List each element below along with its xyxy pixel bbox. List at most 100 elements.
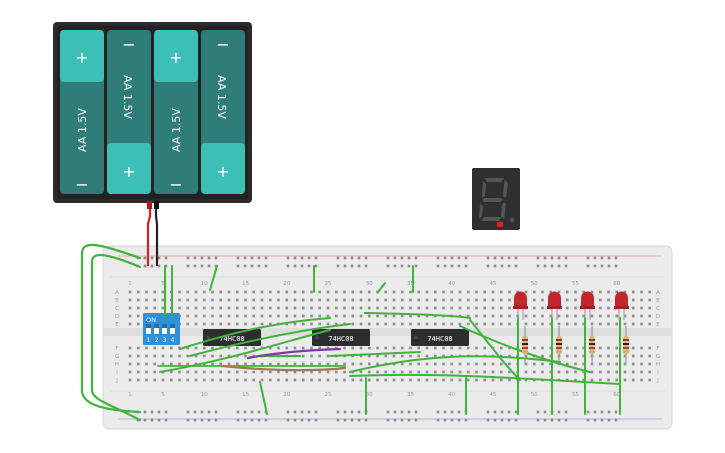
battery-leads[interactable] — [146, 201, 159, 266]
row-letter-right: E — [656, 322, 660, 328]
wire-green-route-10[interactable] — [349, 373, 621, 385]
column-number: 40 — [448, 392, 455, 398]
battery-cell-3-label: AA 1.5V — [170, 108, 183, 152]
column-number: 20 — [283, 281, 290, 287]
battery-cell-1-minus-symbol: − — [75, 175, 88, 194]
column-number: 35 — [407, 392, 414, 398]
dip-number-1: 1 — [147, 337, 151, 344]
row-letter-right: I — [657, 370, 659, 376]
column-number: 20 — [283, 392, 290, 398]
black-lead-wire[interactable] — [154, 203, 159, 266]
battery-pack[interactable]: + − AA 1.5V − + AA 1.5V + − AA 1.5V − + … — [53, 22, 252, 203]
wire-purple[interactable] — [246, 347, 342, 360]
wire-green-route-6[interactable] — [329, 351, 421, 357]
battery-cell-3-plus-symbol: + — [169, 48, 182, 67]
resistors[interactable] — [522, 326, 629, 364]
wire-green-route-7[interactable] — [469, 319, 521, 381]
wire-green-route-9[interactable] — [349, 355, 561, 373]
column-number: 60 — [613, 281, 620, 287]
column-number: 25 — [325, 392, 332, 398]
column-number: 50 — [531, 281, 538, 287]
led-1[interactable] — [513, 291, 528, 320]
battery-cell-1-plus-symbol: + — [75, 48, 88, 67]
chip-1-label: 74HC08 — [219, 335, 244, 343]
seven-segment-display[interactable] — [472, 168, 520, 230]
wire-green-route-4[interactable] — [364, 312, 471, 319]
led-2[interactable] — [547, 291, 562, 320]
chip-1[interactable]: 74HC08 — [203, 329, 261, 346]
column-number: 60 — [613, 392, 620, 398]
wire-green-short-1[interactable] — [209, 265, 218, 291]
row-letter-left: B — [115, 298, 119, 304]
resistor-3[interactable] — [589, 326, 595, 364]
wire-brown[interactable] — [220, 364, 347, 372]
column-number: 30 — [366, 281, 373, 287]
dip-toggle-1[interactable] — [146, 324, 151, 334]
column-number: 50 — [531, 392, 538, 398]
jumper-wires[interactable] — [80, 243, 621, 422]
decimal-point-segment — [509, 217, 515, 223]
row-letter-left: G — [115, 354, 119, 360]
chip-2[interactable]: 74HC08 — [312, 329, 370, 346]
battery-cell-3: + − AA 1.5V — [154, 30, 198, 194]
column-number: 25 — [325, 281, 332, 287]
row-letter-right: H — [656, 362, 660, 368]
row-letter-right: B — [656, 298, 660, 304]
dip-switch[interactable]: ON 1 2 3 4 — [143, 313, 180, 345]
row-letter-left: I — [116, 370, 118, 376]
battery-cell-1-label: AA 1.5V — [76, 108, 89, 152]
battery-cell-4: − + AA 1.5V — [201, 30, 245, 194]
column-number: 5 — [161, 281, 165, 287]
red-lead-wire[interactable] — [146, 203, 152, 266]
battery-cell-2-plus-symbol: + — [122, 162, 135, 181]
red-lead-connector — [147, 201, 152, 209]
battery-cell-4-label: AA 1.5V — [215, 75, 228, 119]
wire-green-route-2[interactable] — [189, 323, 351, 357]
column-number: 35 — [407, 281, 414, 287]
dip-number-2: 2 — [155, 337, 159, 344]
dip-toggle-3[interactable] — [162, 324, 167, 334]
wire-green-power-loop-outer[interactable] — [80, 243, 142, 414]
row-letter-right: C — [656, 306, 660, 312]
leds[interactable] — [513, 291, 629, 320]
dip-toggle-4[interactable] — [170, 324, 175, 334]
row-letter-right: D — [656, 314, 660, 320]
seven-segment-digit-8 — [479, 178, 508, 221]
dip-toggle-2[interactable] — [154, 324, 159, 334]
led-3[interactable] — [580, 291, 595, 320]
wire-green-power-loop-inner[interactable] — [90, 254, 142, 422]
column-number: 1 — [128, 281, 132, 287]
wire-green-bottom-1[interactable] — [259, 381, 268, 415]
row-letter-right: G — [656, 354, 660, 360]
battery-cell-4-plus-symbol: + — [216, 162, 229, 181]
row-letter-left: E — [115, 322, 119, 328]
row-letter-left: D — [115, 314, 119, 320]
column-number: 45 — [490, 281, 497, 287]
column-number: 55 — [572, 392, 579, 398]
wire-green-short-4[interactable] — [377, 282, 386, 293]
column-number: 10 — [201, 392, 208, 398]
row-letter-left: H — [115, 362, 119, 368]
resistor-4[interactable] — [623, 326, 629, 364]
battery-cell-4-minus-symbol: − — [216, 35, 229, 54]
row-letter-left: C — [115, 306, 119, 312]
wire-green-route-1[interactable] — [179, 317, 331, 350]
row-letter-left: A — [115, 290, 119, 296]
row-letter-left: F — [115, 346, 118, 352]
column-number: 55 — [572, 281, 579, 287]
column-number: 40 — [448, 281, 455, 287]
column-number: 10 — [201, 281, 208, 287]
battery-cell-1: + − AA 1.5V — [60, 30, 104, 194]
resistor-2[interactable] — [556, 326, 562, 364]
led-4[interactable] — [614, 291, 629, 320]
column-number: 30 — [366, 392, 373, 398]
wire-green-route-3[interactable] — [159, 329, 331, 373]
resistor-1[interactable] — [522, 326, 528, 364]
row-letter-right: A — [656, 290, 660, 296]
chip-3[interactable]: 74HC08 — [411, 329, 469, 346]
column-number: 45 — [490, 392, 497, 398]
dip-number-4: 4 — [171, 337, 175, 344]
column-number: 15 — [242, 281, 249, 287]
dip-switch-toggles[interactable] — [146, 324, 175, 334]
